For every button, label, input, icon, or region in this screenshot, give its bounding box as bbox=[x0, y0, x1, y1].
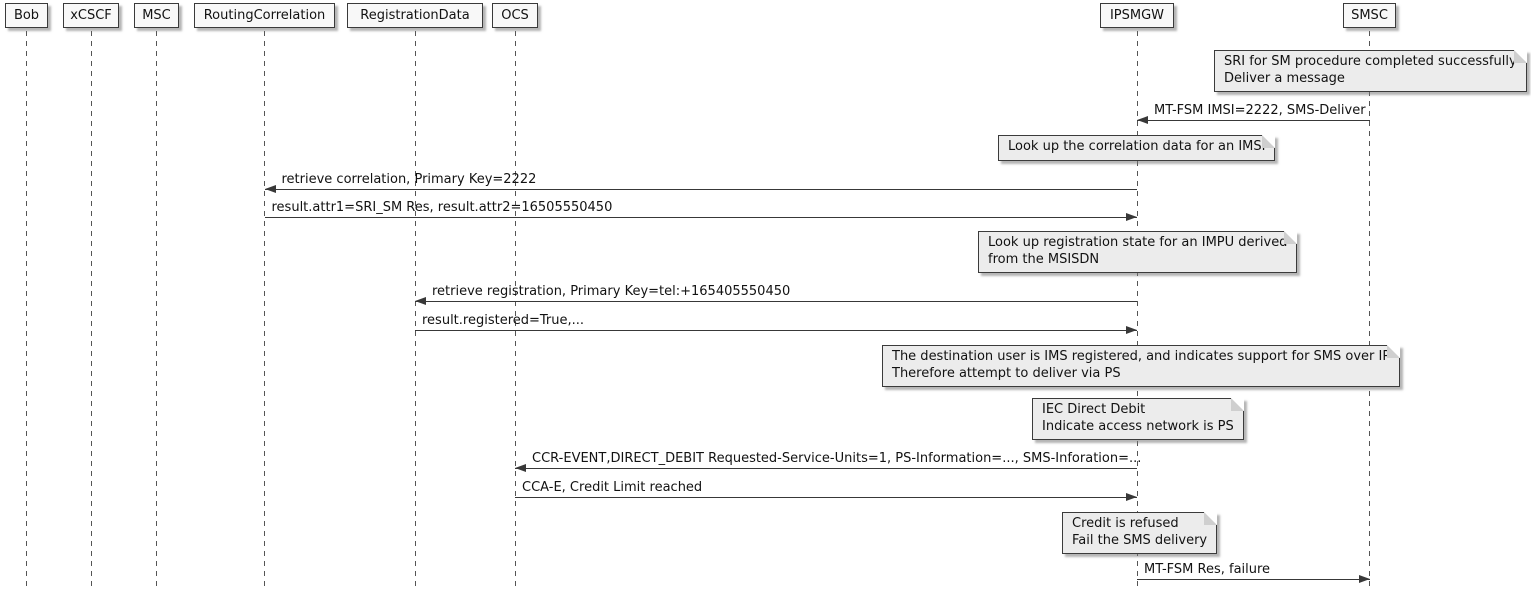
message-label: CCR-EVENT,DIRECT_DEBIT Requested-Service… bbox=[532, 451, 1142, 466]
participant-bob: Bob bbox=[5, 3, 48, 28]
message-label: result.attr1=SRI_SM Res, result.attr2=16… bbox=[271, 200, 613, 215]
message-arrowhead bbox=[1137, 116, 1148, 124]
participant-registrationdata: RegistrationData bbox=[347, 3, 483, 28]
message-line bbox=[264, 189, 1137, 190]
message-line bbox=[515, 497, 1137, 498]
message-line bbox=[415, 301, 1137, 302]
note-text: Credit is refused bbox=[1072, 516, 1179, 531]
note: Look up the correlation data for an IMSI bbox=[998, 135, 1276, 161]
note-text: Look up the correlation data for an IMSI bbox=[1008, 139, 1266, 154]
message-label: MT-FSM Res, failure bbox=[1144, 562, 1271, 577]
note-text: Look up registration state for an IMPU d… bbox=[988, 235, 1288, 250]
message-label: MT-FSM IMSI=2222, SMS-Deliver bbox=[1154, 103, 1366, 118]
note-text: Indicate access network is PS bbox=[1042, 418, 1234, 434]
lifeline-registrationdata bbox=[414, 31, 416, 589]
note-text: Therefore attempt to deliver via PS bbox=[892, 365, 1121, 381]
message-line bbox=[515, 468, 1137, 469]
participant-xcscf: xCSCF bbox=[63, 3, 119, 28]
note-text: from the MSISDN bbox=[988, 251, 1100, 267]
message-label: retrieve registration, Primary Key=tel:+… bbox=[432, 284, 791, 299]
participant-label: OCS bbox=[501, 8, 529, 23]
message-arrowhead bbox=[415, 297, 426, 305]
participant-routingcorrelation: RoutingCorrelation bbox=[194, 3, 335, 28]
lifeline-ocs bbox=[514, 31, 516, 589]
participant-label: IPSMGW bbox=[1109, 8, 1165, 23]
lifeline-routingcorrelation bbox=[264, 31, 265, 589]
participant-label: xCSCF bbox=[70, 8, 112, 23]
note: SRI for SM procedure completed successfu… bbox=[1214, 50, 1527, 92]
message-line bbox=[415, 330, 1137, 331]
participant-smsc: SMSC bbox=[1343, 3, 1396, 28]
message-arrowhead bbox=[515, 464, 526, 472]
message-arrowhead bbox=[1126, 213, 1137, 221]
participant-ocs: OCS bbox=[492, 3, 538, 28]
participant-label: RegistrationData bbox=[360, 8, 470, 23]
participant-label: Bob bbox=[13, 8, 40, 23]
message-line bbox=[1137, 579, 1370, 580]
participant-label: RoutingCorrelation bbox=[203, 8, 326, 23]
note: Look up registration state for an IMPU d… bbox=[978, 231, 1298, 273]
participant-msc: MSC bbox=[134, 3, 179, 28]
message-label: CCA-E, Credit Limit reached bbox=[522, 480, 703, 495]
note-text: Deliver a message bbox=[1224, 70, 1345, 86]
message-arrowhead bbox=[264, 185, 276, 193]
note-text: Fail the SMS delivery bbox=[1072, 532, 1208, 548]
participant-ipsmgw: IPSMGW bbox=[1100, 3, 1174, 28]
lifeline-xcscf bbox=[90, 31, 92, 589]
message-label: result.registered=True,... bbox=[422, 313, 585, 328]
note: The destination user is IMS registered, … bbox=[882, 345, 1401, 387]
lifeline-smsc bbox=[1369, 31, 1370, 589]
participant-label: SMSC bbox=[1351, 8, 1388, 23]
message-arrowhead bbox=[1126, 326, 1137, 334]
note-text: The destination user is IMS registered, … bbox=[892, 349, 1391, 364]
message-arrowhead bbox=[1126, 493, 1137, 501]
message-arrowhead bbox=[1358, 575, 1370, 583]
lifeline-msc bbox=[156, 31, 157, 589]
message-label: retrieve correlation, Primary Key=2222 bbox=[281, 172, 537, 187]
note-text: IEC Direct Debit bbox=[1042, 402, 1146, 417]
lifeline-bob bbox=[26, 31, 27, 589]
message-line bbox=[264, 217, 1137, 218]
message-line bbox=[1137, 120, 1370, 121]
participant-label: MSC bbox=[142, 8, 171, 23]
lifeline-ipsmgw bbox=[1136, 31, 1138, 589]
note-text: SRI for SM procedure completed successfu… bbox=[1224, 54, 1517, 69]
